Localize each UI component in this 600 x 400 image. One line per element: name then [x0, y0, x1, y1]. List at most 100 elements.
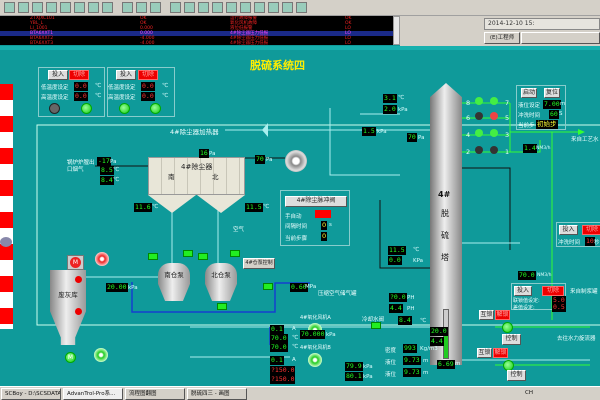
start-button[interactable]: 启动	[521, 88, 537, 98]
alarm-scrollbar[interactable]	[393, 16, 400, 45]
interlock-button-2[interactable]: 互锁	[477, 348, 492, 358]
level-setting-value[interactable]: 7.00	[543, 100, 561, 109]
silo-pump-control-button[interactable]: 4#仓泵控制	[243, 258, 275, 269]
page-icon[interactable]	[122, 2, 133, 13]
motor-green-icon[interactable]: M	[65, 352, 76, 363]
alarm-off-icon[interactable]	[198, 2, 209, 13]
enable-button[interactable]: 投入	[116, 70, 136, 80]
high-temp-label: 高温度设定	[41, 95, 69, 101]
unit: NM3/h	[536, 146, 551, 151]
window-icon[interactable]	[74, 2, 85, 13]
taskbar-item[interactable]: 脱硫四三 - 画图	[187, 388, 247, 400]
slurry-source-label: 来自制浆罐	[570, 289, 598, 295]
taskbar-item[interactable]: SCBoy - D:\SCSDATA\...	[1, 388, 61, 400]
save-icon[interactable]	[296, 2, 307, 13]
bars-icon[interactable]	[18, 2, 29, 13]
unit: ℃	[420, 318, 427, 324]
fan-red-icon[interactable]	[95, 252, 109, 266]
extra-button[interactable]	[521, 32, 600, 44]
pump-1-icon[interactable]	[502, 322, 513, 333]
flush-time-value[interactable]: 60	[549, 110, 559, 119]
alarm-tag: YBL_L	[30, 21, 44, 26]
pump-2-control-button[interactable]: 控制	[507, 370, 526, 381]
forward-icon[interactable]	[184, 2, 195, 13]
mode-indicator[interactable]	[315, 210, 331, 218]
air-tank-label: 压缩空气储气罐	[318, 291, 357, 297]
unlock-button-1[interactable]: 解锁	[495, 310, 510, 320]
reset-button[interactable]: 复位	[544, 88, 560, 98]
alarm-state: OK	[345, 21, 352, 26]
high-temp-value[interactable]: 0.0	[141, 92, 155, 101]
taskbar-item-active[interactable]: AdvanTrol-Pro系...	[63, 388, 123, 400]
spray-valve-icon[interactable]	[475, 112, 483, 120]
high-temp-value[interactable]: 0.0	[74, 92, 88, 101]
spray-valve-icon[interactable]	[490, 112, 498, 120]
pump-1-control-button[interactable]: 控制	[502, 334, 521, 345]
unit: ℃	[113, 167, 120, 173]
disable-button[interactable]: 切除	[69, 70, 89, 80]
language-indicator[interactable]: CH	[525, 390, 533, 396]
enable-button[interactable]: 投入	[48, 70, 68, 80]
network-icon[interactable]	[102, 2, 113, 13]
oxidation-fan-b-icon[interactable]	[308, 353, 322, 367]
flush-time-value[interactable]: 10	[585, 237, 595, 246]
spray-valve-icon[interactable]	[475, 97, 483, 105]
induced-fan-icon[interactable]	[285, 150, 307, 172]
disable-button[interactable]: 切除	[582, 225, 600, 235]
mid-temp: 11.5	[388, 246, 406, 255]
motor-red-icon[interactable]: M	[70, 257, 81, 268]
spray-valve-icon[interactable]	[490, 97, 498, 105]
grid-icon[interactable]	[4, 2, 15, 13]
low-temp-value[interactable]: 0.0	[141, 82, 155, 91]
key-icon[interactable]	[282, 2, 293, 13]
fan-green-icon[interactable]	[94, 348, 108, 362]
air-label: 空气	[233, 227, 245, 233]
flush-time-label: 冲洗时间	[558, 240, 581, 246]
tower-label-1: 脱	[441, 209, 449, 218]
interlock-value[interactable]: 5.0	[552, 296, 566, 305]
list-icon[interactable]	[32, 2, 43, 13]
edit-icon[interactable]	[212, 2, 223, 13]
spray-valve-icon[interactable]	[490, 146, 498, 154]
page2-icon[interactable]	[136, 2, 147, 13]
tank-icon[interactable]	[60, 2, 71, 13]
fan-a-label: 4#氧化风机A	[300, 315, 331, 321]
pulse-valve-button[interactable]: 4#除尘脉冲阀	[285, 196, 347, 207]
north-silo-pump[interactable]: 北仓泵	[205, 263, 237, 301]
enable-button[interactable]: 投入	[559, 225, 578, 235]
south-silo-pump[interactable]: 南仓泵	[158, 263, 190, 301]
pen-icon[interactable]	[226, 2, 237, 13]
ph-1: ?0.0	[389, 293, 407, 302]
print-icon[interactable]	[254, 2, 265, 13]
disable-button[interactable]: 切除	[138, 70, 158, 80]
spray-valve-icon[interactable]	[490, 129, 498, 137]
trend-icon[interactable]	[88, 2, 99, 13]
unit: A	[292, 357, 296, 363]
back-icon[interactable]	[170, 2, 181, 13]
enable-button[interactable]: 投入	[514, 286, 532, 296]
step-label: 当前步骤	[285, 236, 308, 242]
unlock-button-2[interactable]: 解锁	[493, 348, 508, 358]
low-temp-value[interactable]: 0.0	[74, 82, 88, 91]
copy-icon[interactable]	[150, 2, 161, 13]
diff-value[interactable]: 0.5	[552, 303, 566, 312]
disable-button[interactable]: 切除	[542, 286, 564, 296]
diff-label: 差值设定:	[513, 305, 535, 311]
interlock-button-1[interactable]: 互锁	[479, 310, 494, 320]
cooling-valve[interactable]	[371, 322, 381, 329]
alarm-lamp	[75, 276, 82, 283]
spray-valve-icon[interactable]	[475, 146, 483, 154]
settings-icon[interactable]	[268, 2, 279, 13]
chart-icon[interactable]	[46, 2, 57, 13]
spray-valve-icon[interactable]	[475, 129, 483, 137]
taskbar-item[interactable]: 流程图翻图	[125, 388, 185, 400]
binoculars-icon[interactable]	[240, 2, 251, 13]
engineer-button[interactable]: (E)工程师	[484, 32, 520, 44]
